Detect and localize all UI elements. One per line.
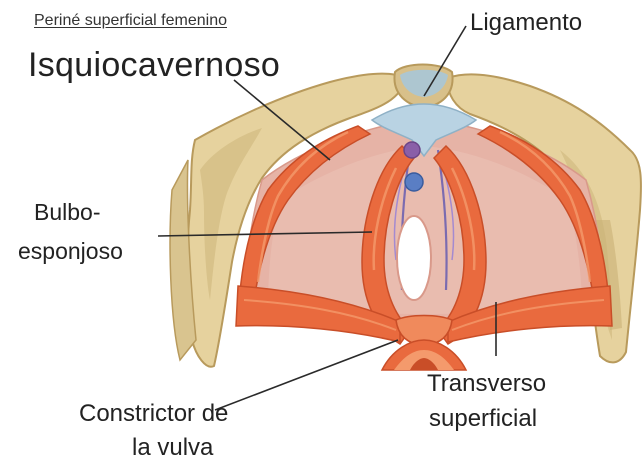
label-transverso-line2: superficial <box>429 407 537 431</box>
vaginal-opening <box>397 216 431 300</box>
urethral-opening <box>405 173 423 191</box>
label-bulbo-line2: esponjoso <box>18 240 123 263</box>
label-bulbo-line1: Bulbo- <box>34 201 100 224</box>
label-ligamento: Ligamento <box>470 11 582 35</box>
label-transverso-line1: Transverso <box>427 372 546 396</box>
label-constrictor-line1: Constrictor de <box>79 402 228 426</box>
clitoris-marker <box>404 142 420 158</box>
diagram-title: Periné superficial femenino <box>34 13 227 29</box>
label-isquiocavernoso: Isquiocavernoso <box>28 48 280 82</box>
label-constrictor-line2: la vulva <box>132 436 213 460</box>
